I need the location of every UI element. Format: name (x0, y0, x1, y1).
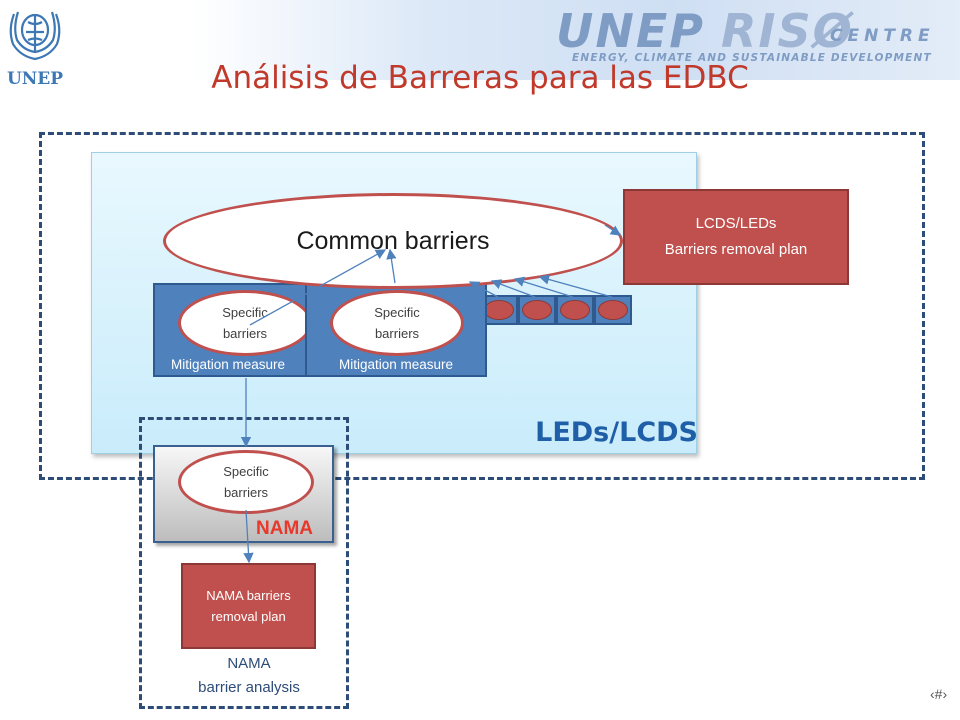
header-band (0, 0, 960, 80)
additional-measure (594, 295, 632, 325)
barrier-label-line2: barriers (374, 326, 420, 341)
nama-boundary (139, 417, 349, 709)
arrow-mini3-to-common (513, 276, 574, 298)
nama-tag: NAMA (256, 518, 313, 539)
page-number: ‹#› (930, 686, 948, 702)
brand-wordmark: UNEP RISØ (556, 6, 854, 56)
brand-riso: RISØ (721, 4, 854, 58)
nama-plan-line2: removal plan (211, 609, 286, 624)
nama-barrier-analysis-label: NAMA barrier analysis (140, 652, 358, 700)
additional-measures-row (480, 295, 635, 325)
arrow-common-to-plan (604, 224, 622, 236)
mini-barrier-oval (522, 300, 552, 320)
brand-tagline: ENERGY, CLIMATE AND SUSTAINABLE DEVELOPM… (572, 52, 932, 64)
barrier-label-line1: Specific (374, 305, 420, 320)
page-title: Análisis de Barreras para las EDBC (211, 60, 749, 96)
arrow-nama-to-plan (243, 509, 254, 564)
nama-plan-line1: NAMA barriers (206, 588, 291, 603)
mini-barrier-oval (598, 300, 628, 320)
arrow-mini1-to-common (468, 281, 499, 298)
nama-specific-barriers-oval: Specific barriers (178, 450, 314, 514)
barrier-label-line2: barriers (223, 485, 269, 500)
lcds-plan-line1: LCDS/LEDs (695, 215, 777, 232)
barrier-label-line1: Specific (222, 305, 268, 320)
barrier-label-line1: Specific (223, 464, 269, 479)
additional-measure (556, 295, 594, 325)
specific-barriers-oval-2: Specific barriers (330, 290, 464, 356)
nama-analysis-line2: barrier analysis (198, 679, 300, 696)
arrow-measure1-to-common (249, 249, 387, 326)
arrow-mini4-to-common (538, 274, 613, 298)
nama-analysis-line1: NAMA (227, 655, 271, 672)
brand-unep: UNEP (556, 4, 705, 58)
nama-barriers-removal-plan: NAMA barriers removal plan (181, 563, 316, 649)
org-label: UNEP (7, 69, 63, 89)
arrow-measure2-to-common (386, 248, 397, 284)
lcds-plan-line2: Barriers removal plan (664, 241, 808, 258)
mini-barrier-oval (560, 300, 590, 320)
mitigation-measure-label: Mitigation measure (338, 357, 454, 372)
leds-boundary (39, 132, 925, 480)
mitigation-measure-label: Mitigation measure (171, 357, 286, 372)
un-logo: UNEP (7, 11, 63, 89)
arrow-mini2-to-common (490, 279, 536, 298)
brand-centre: CENTRE (830, 26, 935, 46)
barrier-label-line2: barriers (222, 326, 268, 341)
lcds-barriers-removal-plan: LCDS/LEDs Barriers removal plan (623, 189, 849, 285)
leds-lcds-label: LEDs/LCDS (535, 417, 698, 448)
additional-measure (518, 295, 556, 325)
